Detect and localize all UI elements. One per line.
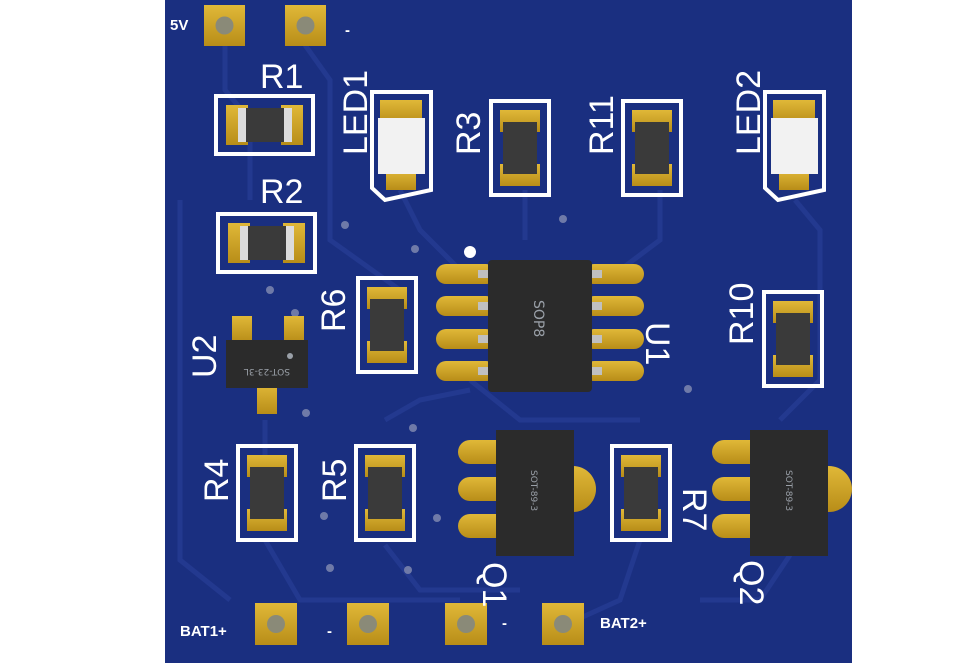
resistor-r10: [762, 290, 824, 388]
led-led2: [763, 90, 826, 203]
ref-r6: R6: [315, 289, 353, 332]
resistor-r7: [610, 444, 672, 542]
ic-u1: [436, 246, 644, 392]
resistor-r5: [354, 444, 416, 542]
ref-u2: U2: [186, 335, 224, 378]
ref-r10: R10: [723, 283, 761, 345]
label-bat1: BAT1+: [180, 623, 227, 640]
resistor-r2: [216, 212, 317, 274]
pkg-q2: SOT-89-3: [783, 470, 793, 511]
ref-led1: LED1: [337, 70, 375, 155]
pad-bat2: [542, 603, 584, 645]
pad-bat1: [255, 603, 297, 645]
ref-r11: R11: [583, 95, 621, 155]
ref-r1: R1: [260, 58, 303, 96]
ref-r4: R4: [198, 459, 236, 502]
pad-minus-br: [445, 603, 487, 645]
resistor-r3: [489, 99, 551, 197]
pcb-board: 5V - BAT1+ - - BAT2+ R1 R2 LED1 R3 R11 L…: [165, 0, 852, 663]
resistor-r11: [621, 99, 683, 197]
led-led1: [370, 90, 433, 203]
label-5v: 5V: [170, 17, 188, 34]
transistor-q2: [712, 430, 852, 556]
label-minus-bl: -: [327, 623, 332, 640]
pkg-u1: SOP8: [530, 300, 546, 337]
resistor-r4: [236, 444, 298, 542]
label-minus-top: -: [345, 22, 350, 39]
ref-q1: Q1: [475, 562, 513, 607]
ref-r3: R3: [450, 112, 488, 155]
ic-u2: [226, 316, 308, 414]
label-minus-br: -: [502, 615, 507, 632]
pad-minus-bl: [347, 603, 389, 645]
pkg-u2: SOT-23-3L: [244, 366, 290, 376]
ref-r2: R2: [260, 173, 303, 211]
pad-minus-top: [285, 5, 326, 46]
through-hole-pads: [204, 5, 584, 645]
ref-r5: R5: [316, 459, 354, 502]
label-bat2: BAT2+: [600, 615, 647, 632]
pad-5v: [204, 5, 245, 46]
resistor-r1: [214, 94, 315, 156]
transistor-q1: [458, 430, 596, 556]
ref-q2: Q2: [732, 560, 770, 605]
ref-r7: R7: [675, 488, 713, 531]
pkg-q1: SOT-89-3: [528, 470, 538, 511]
ref-u1: U1: [638, 322, 676, 365]
resistor-r6: [356, 276, 418, 374]
ref-led2: LED2: [730, 70, 768, 155]
